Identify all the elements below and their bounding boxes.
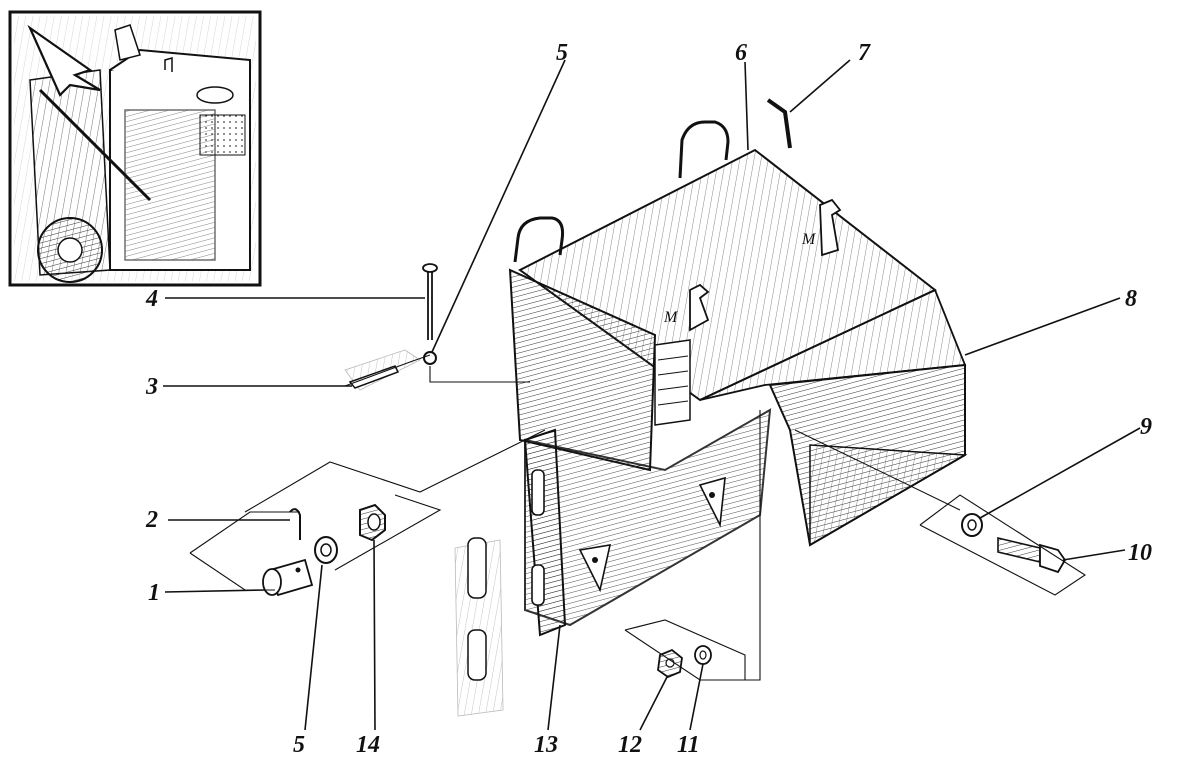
part-washer-5-top: [423, 351, 437, 365]
callout-labels: 1 2 3 4 5 5 6 7 8 9 10 11 12 13 14: [145, 40, 1152, 758]
inset-locator-view: [8, 10, 262, 287]
part-handle-7: [766, 98, 792, 149]
location-arrow-icon: [27, 24, 101, 97]
part-washer-11: [694, 645, 712, 665]
callout-6: 6: [735, 40, 747, 66]
latch-icon: [689, 198, 842, 332]
part-washer-9: [961, 513, 983, 537]
callout-10: 10: [1128, 540, 1152, 566]
callout-3: 3: [145, 374, 158, 400]
inset-marker-m: M: [801, 231, 817, 248]
leader-lines: [163, 59, 1141, 731]
callout-4: 4: [145, 286, 158, 312]
callout-7: 7: [858, 40, 871, 66]
callout-9: 9: [1140, 414, 1152, 440]
part-pin-4: [422, 263, 438, 340]
callout-5-bottom: 5: [293, 732, 305, 758]
callout-2: 2: [145, 507, 158, 533]
callout-8: 8: [1125, 286, 1137, 312]
callout-14: 14: [356, 732, 380, 758]
part-washer-5: [314, 536, 338, 564]
callout-1: 1: [148, 580, 160, 606]
callout-11: 11: [677, 732, 700, 758]
part-pin-1: [262, 558, 314, 597]
part-nut-14: [359, 503, 386, 542]
tool-box-assembly: M M: [508, 120, 968, 637]
callout-13: 13: [534, 732, 558, 758]
callout-12: 12: [618, 732, 642, 758]
part-cotter-2: [289, 508, 301, 540]
part-nut-12: [657, 648, 683, 679]
part-bolt-10: [997, 536, 1067, 574]
part-cotter-3: [344, 349, 421, 391]
hinge-detail: [454, 537, 504, 717]
callout-5-top: 5: [556, 40, 568, 66]
inset-marker-m-2: M: [663, 309, 679, 326]
